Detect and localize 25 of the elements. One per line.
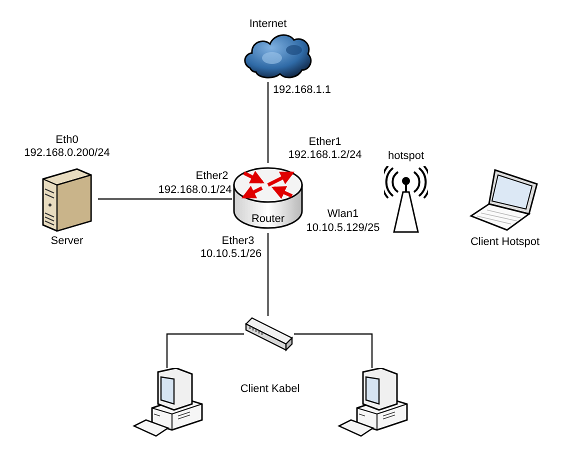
interface-label: Ether1 [308, 136, 342, 149]
node-label: hotspot [386, 150, 426, 163]
switch-icon [244, 316, 294, 352]
interface-label: Wlan1 [327, 208, 359, 221]
connection-line [166, 333, 244, 368]
interface-label: Eth0 [56, 134, 78, 147]
connection-line [98, 198, 232, 200]
interface-label: Ether3 [222, 235, 254, 248]
interface-label: 192.168.1.2/24 [288, 149, 362, 162]
interface-label: 10.10.5.1/26 [200, 248, 262, 261]
connection-line [267, 82, 269, 163]
interface-label: 192.168.0.200/24 [24, 147, 110, 160]
interface-label: 192.168.0.1/24 [158, 184, 232, 197]
interface-label: 10.10.5.129/25 [306, 222, 380, 235]
interface-label: 192.168.1.1 [272, 84, 332, 97]
connection-line [294, 333, 373, 368]
connection-line [267, 233, 269, 316]
node-label: Server [50, 235, 84, 248]
node-label: Router [250, 213, 286, 226]
node-label: Internet [248, 18, 288, 31]
group-label: Client Kabel [240, 383, 300, 396]
interface-label: Ether2 [196, 170, 228, 183]
pc-icon [132, 368, 204, 438]
pc-icon [337, 368, 409, 438]
node-label: Client Hotspot [469, 236, 541, 249]
